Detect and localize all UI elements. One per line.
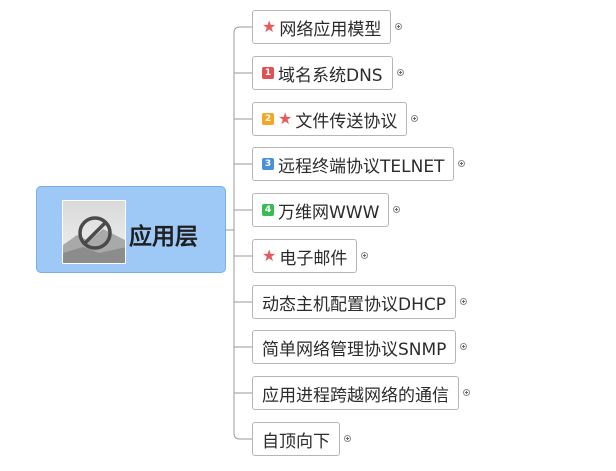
subtopic-label: 应用进程跨越网络的通信 xyxy=(262,385,449,406)
star-icon: ★ xyxy=(262,246,277,265)
expand-toggle-icon[interactable] xyxy=(395,23,403,30)
priority-4-icon: 4 xyxy=(262,204,274,216)
subtopic[interactable]: 应用进程跨越网络的通信 xyxy=(252,376,459,410)
connector-branch xyxy=(233,432,252,440)
subtopic[interactable]: 动态主机配置协议DHCP xyxy=(252,285,456,319)
expand-toggle-icon[interactable] xyxy=(463,389,470,396)
subtopic-label: 域名系统DNS xyxy=(278,65,383,86)
subtopic-label: 动态主机配置协议DHCP xyxy=(262,294,446,315)
subtopic-label: 万维网WWW xyxy=(278,202,380,223)
subtopic-label: 简单网络管理协议SNMP xyxy=(262,339,447,360)
subtopic[interactable]: 3 远程终端协议TELNET xyxy=(252,147,455,181)
subtopic[interactable]: ★电子邮件 xyxy=(252,239,358,273)
subtopic[interactable]: ★网络应用模型 xyxy=(252,10,392,44)
connector-branch xyxy=(233,26,252,34)
central-topic-label: 应用层 xyxy=(129,224,198,250)
subtopic-label: 自顶向下 xyxy=(262,431,330,452)
expand-toggle-icon[interactable] xyxy=(344,435,351,442)
subtopic[interactable]: 自顶向下 xyxy=(252,422,340,456)
star-icon: ★ xyxy=(278,109,293,128)
expand-toggle-icon[interactable] xyxy=(458,160,466,167)
subtopic[interactable]: 1 域名系统DNS xyxy=(252,56,393,90)
star-icon: ★ xyxy=(262,17,277,36)
subtopic[interactable]: 简单网络管理协议SNMP xyxy=(252,330,457,364)
priority-1-icon: 1 xyxy=(262,67,274,79)
central-topic[interactable]: 应用层 xyxy=(36,186,226,273)
expand-toggle-icon[interactable] xyxy=(460,343,468,350)
expand-toggle-icon[interactable] xyxy=(460,298,467,305)
expand-toggle-icon[interactable] xyxy=(393,206,401,213)
expand-toggle-icon[interactable] xyxy=(396,69,404,76)
subtopic-label: 文件传送协议 xyxy=(295,111,398,132)
subtopic[interactable]: 4 万维网WWW xyxy=(252,193,390,227)
subtopic-label: 远程终端协议TELNET xyxy=(278,156,445,177)
subtopic-label: 网络应用模型 xyxy=(279,19,382,40)
subtopic[interactable]: 2 ★文件传送协议 xyxy=(252,102,408,136)
priority-3-icon: 3 xyxy=(262,158,274,170)
expand-toggle-icon[interactable] xyxy=(411,115,419,122)
broken-image-icon xyxy=(62,200,126,264)
priority-2-icon: 2 xyxy=(262,113,274,125)
subtopic-label: 电子邮件 xyxy=(279,248,348,269)
expand-toggle-icon[interactable] xyxy=(361,252,369,259)
